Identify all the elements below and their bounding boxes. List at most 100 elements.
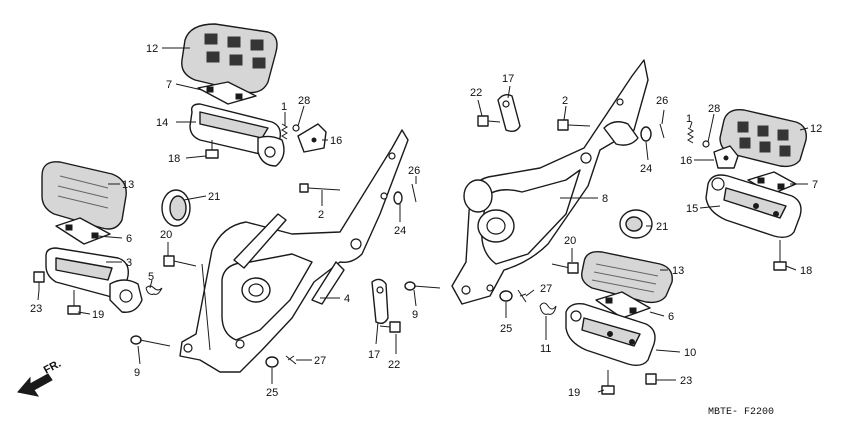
- callout-14: 14: [156, 117, 168, 129]
- pin-9-left: [130, 335, 171, 347]
- passenger-footpeg-rubber-right: [581, 251, 673, 304]
- bolt-22-right: [477, 115, 501, 127]
- bolt-22-left: [379, 321, 401, 333]
- callout-28: 28: [708, 103, 720, 115]
- callout-8: 8: [602, 193, 608, 205]
- leader-lines-left: [37, 47, 417, 384]
- callout-6: 6: [126, 233, 132, 245]
- callout-18: 18: [800, 265, 812, 277]
- callout-15: 15: [686, 203, 698, 215]
- direction-label: FR.: [42, 358, 63, 377]
- rider-footpeg-left: [189, 103, 285, 167]
- bolt-18-right: [773, 240, 787, 271]
- ball-28-right: [702, 140, 710, 148]
- callout-25: 25: [500, 323, 512, 335]
- plate-right-lower: [595, 291, 651, 319]
- passenger-footpeg-rubber-left: [41, 161, 127, 230]
- callout-7: 7: [166, 79, 172, 91]
- callout-21: 21: [656, 221, 668, 233]
- callout-16: 16: [330, 135, 342, 147]
- callout-2: 2: [562, 95, 568, 107]
- passenger-footpeg-right: [565, 302, 656, 367]
- front-direction-arrow: [17, 373, 53, 397]
- callout-26: 26: [408, 165, 420, 177]
- pin-27-right: [517, 289, 527, 303]
- callout-9: 9: [412, 309, 418, 321]
- callout-23: 23: [30, 303, 42, 315]
- link-arm-17-left: [371, 278, 389, 325]
- washer-25-left: [265, 356, 279, 368]
- leader-lines-right: [477, 85, 809, 393]
- bolt-19-right: [601, 370, 615, 395]
- plate-left-upper: [197, 81, 257, 105]
- callout-6: 6: [668, 311, 674, 323]
- rider-footpeg-rubber-left: [181, 23, 278, 94]
- callout-19: 19: [92, 309, 104, 321]
- callout-labels: 12 7 1 28 14 16 18 13 21 2 26 24 6 20 3 …: [30, 43, 822, 399]
- pin-27-left: [285, 355, 297, 365]
- callout-12: 12: [810, 123, 822, 135]
- callout-17: 17: [368, 349, 380, 361]
- pin-9-mid: [404, 281, 441, 291]
- step-holder-bracket-right: [451, 59, 649, 305]
- callout-4: 4: [344, 293, 350, 305]
- pin-2-left: [299, 183, 341, 193]
- callout-9: 9: [134, 367, 140, 379]
- spring-1-left: [281, 123, 288, 140]
- callout-25: 25: [266, 387, 278, 399]
- callout-19: 19: [568, 387, 580, 399]
- bolt-20-right: [551, 262, 579, 274]
- callout-22: 22: [388, 359, 400, 371]
- passenger-footpeg-left: [45, 247, 143, 313]
- callout-13: 13: [122, 179, 134, 191]
- rider-footpeg-rubber-right: [719, 109, 807, 168]
- callout-24: 24: [640, 163, 652, 175]
- callout-5: 5: [148, 271, 154, 283]
- callout-17: 17: [502, 73, 514, 85]
- link-arm-17-right: [497, 93, 521, 133]
- bolt-19-left: [67, 290, 81, 315]
- pin-2-right: [557, 119, 591, 131]
- callout-21: 21: [208, 191, 220, 203]
- callout-20: 20: [564, 235, 576, 247]
- cotter-26-left: [411, 183, 417, 203]
- callout-7: 7: [812, 179, 818, 191]
- callout-12: 12: [146, 43, 158, 55]
- callout-24: 24: [394, 225, 406, 237]
- cap-21-left: [161, 189, 191, 227]
- plate-left-lower: [55, 217, 111, 245]
- washer-24-left: [393, 191, 403, 205]
- spring-5: [145, 285, 163, 295]
- callout-11: 11: [540, 343, 551, 355]
- callout-2: 2: [318, 209, 324, 221]
- callout-13: 13: [672, 265, 684, 277]
- detent-plate-16-right: [713, 145, 739, 169]
- washer-24-right: [640, 126, 652, 142]
- callout-16: 16: [680, 155, 692, 167]
- callout-1: 1: [686, 113, 692, 125]
- callout-26: 26: [656, 95, 668, 107]
- callout-23: 23: [680, 375, 692, 387]
- diagram-code: MBTE- F2200: [708, 407, 774, 418]
- ball-28-left: [292, 124, 300, 132]
- bolt-23-right: [645, 373, 657, 385]
- callout-18: 18: [168, 153, 180, 165]
- callout-22: 22: [470, 87, 482, 99]
- callout-1: 1: [281, 101, 287, 113]
- rider-footpeg-right: [705, 174, 802, 239]
- callout-28: 28: [298, 95, 310, 107]
- bolt-18-left: [205, 140, 219, 159]
- callout-3: 3: [126, 257, 132, 269]
- callout-27: 27: [314, 355, 326, 367]
- cotter-26-right: [659, 123, 665, 139]
- spring-11: [539, 302, 557, 315]
- washer-25-right: [499, 290, 513, 302]
- bolt-23-left: [33, 271, 45, 290]
- detent-plate-16-left: [297, 123, 327, 153]
- step-holder-bracket-left: [179, 129, 409, 373]
- spring-1-right: [687, 127, 694, 144]
- callout-27: 27: [540, 283, 552, 295]
- callout-10: 10: [684, 347, 696, 359]
- bolt-20-left: [163, 255, 197, 267]
